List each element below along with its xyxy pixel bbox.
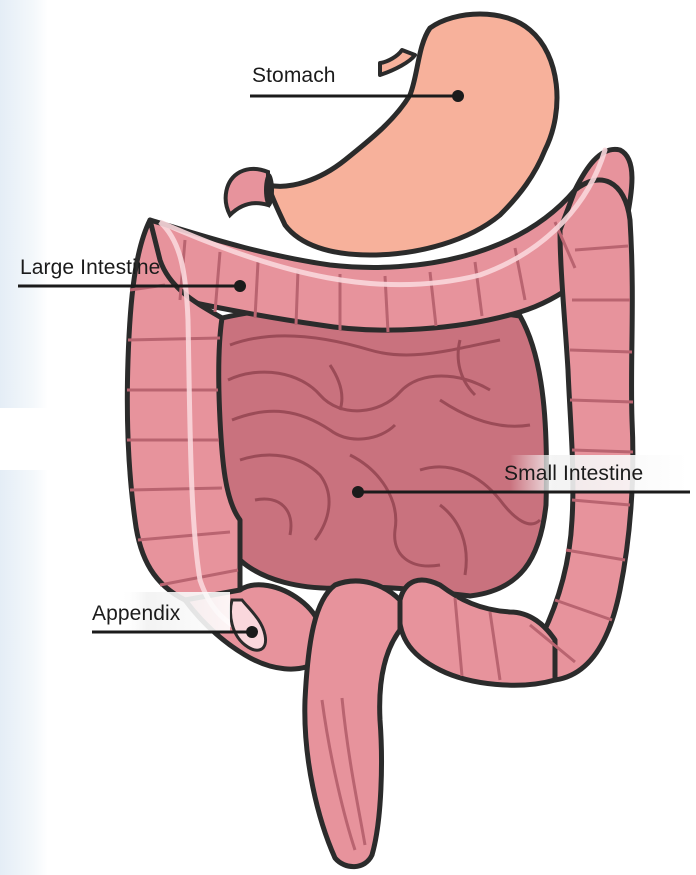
- small-intestine-marker: [352, 486, 364, 498]
- appendix-label: Appendix: [92, 602, 180, 626]
- stomach: [226, 14, 557, 255]
- appendix-marker: [246, 626, 258, 638]
- large-intestine-label: Large Intestine: [20, 256, 160, 280]
- small-intestine: [217, 304, 547, 596]
- small-intestine-label: Small Intestine: [504, 462, 643, 486]
- large-intestine-marker: [234, 280, 246, 292]
- stomach-label: Stomach: [252, 64, 336, 88]
- stomach-marker: [452, 90, 464, 102]
